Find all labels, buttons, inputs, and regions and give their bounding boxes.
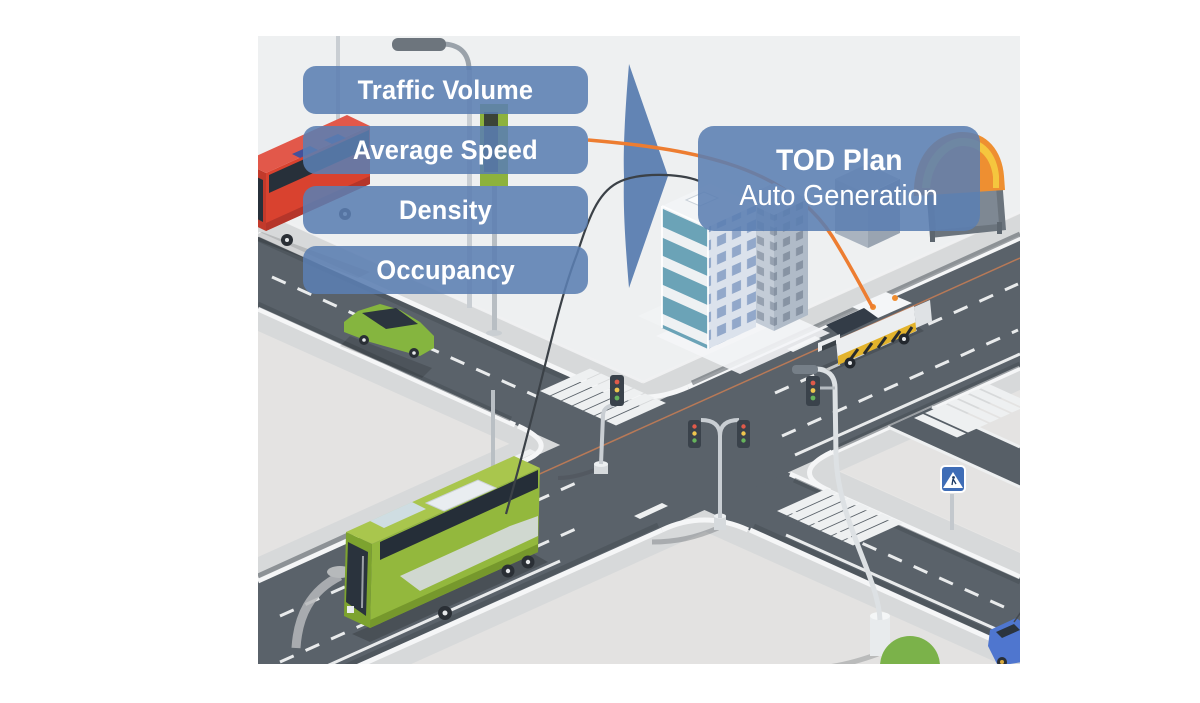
input-box-occupancy: Occupancy xyxy=(303,246,588,294)
input-label: Occupancy xyxy=(376,254,515,285)
output-box-tod-plan: TOD Plan Auto Generation xyxy=(698,126,980,231)
bush xyxy=(880,636,940,664)
beacon-light-icon xyxy=(892,295,898,301)
input-label: Density xyxy=(398,194,493,225)
crosswalk-east xyxy=(914,384,1020,438)
input-box-density: Density xyxy=(303,186,588,234)
input-label: Traffic Volume xyxy=(357,74,534,105)
trolleybus xyxy=(344,456,548,642)
street-lamp-southeast xyxy=(792,365,890,656)
output-subtitle: Auto Generation xyxy=(739,180,939,213)
side-alley xyxy=(888,407,1020,487)
green-car xyxy=(340,304,434,378)
traffic-light-center xyxy=(688,418,750,530)
pedestrian-sign xyxy=(940,465,966,530)
blue-car xyxy=(988,612,1020,664)
traffic-light-west xyxy=(594,375,624,474)
intersection-scene-illustration xyxy=(258,36,1020,664)
input-box-traffic-volume: Traffic Volume xyxy=(303,66,588,114)
tod-auto-generation-diagram: Traffic Volume Average Speed Density Occ… xyxy=(40,16,1200,687)
lamp-head-icon xyxy=(792,365,818,374)
input-box-average-speed: Average Speed xyxy=(303,126,588,174)
data-arc-dark xyxy=(504,173,700,515)
street-lamp-head-icon xyxy=(392,38,446,51)
output-title: TOD Plan xyxy=(775,143,903,177)
input-label: Average Speed xyxy=(353,134,538,165)
trolley-wire xyxy=(494,257,1020,495)
